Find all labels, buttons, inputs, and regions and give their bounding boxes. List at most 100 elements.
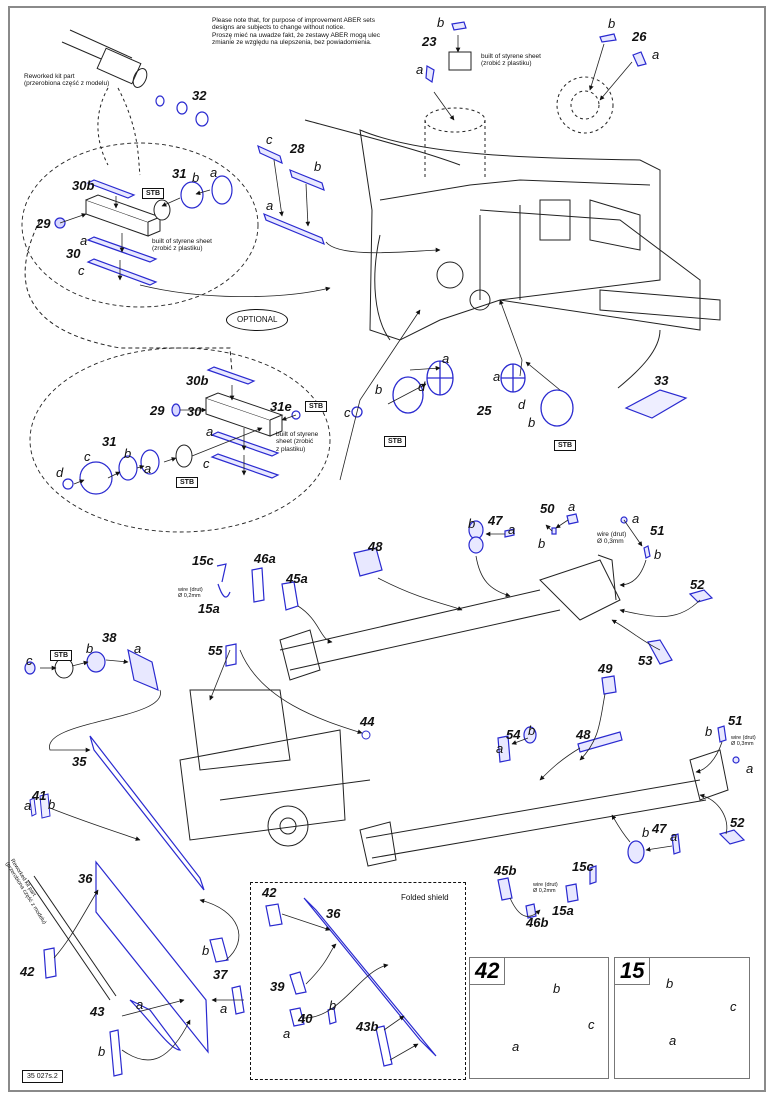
part-number-label: 44	[360, 714, 375, 729]
parts-47-50-51-52-53-upper	[353, 513, 714, 695]
part-number-label: 30	[66, 246, 81, 261]
sub-part-letter: d	[418, 379, 426, 394]
part-number-label: 51	[650, 523, 665, 538]
sub-part-letter: a	[24, 798, 32, 813]
sub-part-letter: a	[442, 351, 450, 366]
parts-23-26-28	[257, 21, 647, 246]
wire-line-2: Ø 0,2mm	[533, 888, 556, 895]
part-number-label: 38	[102, 630, 117, 645]
part-number-label: 55	[208, 643, 223, 658]
stb-tag: STB	[50, 650, 72, 661]
sub-part-letter: b	[314, 159, 322, 174]
sub-part-letter: b	[608, 16, 616, 31]
wire-note-51-lower: wire (drut) Ø 0,3mm	[731, 735, 756, 748]
sub-part-letter: d	[56, 465, 64, 480]
sub-part-letter: c	[26, 653, 33, 668]
styrene-alt-line-3: z plastiku)	[276, 445, 306, 453]
inset-15: 15	[614, 957, 750, 1079]
part-number-label: 30	[187, 404, 202, 419]
part-number-label: 33	[654, 373, 669, 388]
sub-part-letter: b	[329, 998, 337, 1013]
stb-tag: STB	[142, 188, 164, 199]
plate-35	[89, 735, 205, 891]
part-number-label: 40	[298, 1011, 313, 1026]
part-number-label: 54	[506, 727, 521, 742]
lower-trail-assembly	[359, 749, 729, 867]
sub-part-letter: d	[518, 397, 526, 412]
folded-shield-title: Folded shield	[401, 893, 449, 902]
styrene-note-lower: built of styrene sheet (zrobić z plastik…	[276, 431, 318, 453]
sub-part-letter: a	[652, 47, 660, 62]
wire-note-15a-upper: wire (drut) Ø 0,2mm	[178, 587, 203, 600]
part-number-label: 51	[728, 713, 743, 728]
sub-part-letter: b	[654, 547, 662, 562]
sub-part-letter: a	[134, 641, 142, 656]
styrene-line-1: built of styrene sheet	[152, 238, 212, 245]
reworked-rod	[27, 875, 117, 1001]
inset-42: 42	[469, 957, 609, 1079]
stb-tag: STB	[305, 401, 327, 412]
styrene-note-23: built of styrene sheet (zrobić z plastik…	[481, 53, 541, 68]
part-number-label: 42	[262, 885, 277, 900]
part-number-label: 15c	[192, 553, 214, 568]
parts-lower-right	[497, 725, 746, 919]
sub-part-letter: c	[344, 405, 351, 420]
sub-part-letter: c	[730, 999, 737, 1014]
sub-part-letter: b	[192, 170, 200, 185]
assembly-leader-lines	[40, 35, 728, 1061]
sub-part-letter: b	[98, 1044, 106, 1059]
part-number-label: 49	[598, 661, 613, 676]
inset-42-title: 42	[470, 958, 506, 985]
wire-line-2: Ø 0,3mm	[731, 741, 754, 748]
wire-note-50: wire (drut) Ø 0,3mm	[597, 531, 626, 546]
sub-part-letter: c	[266, 132, 273, 147]
sub-part-letter: a	[144, 461, 152, 476]
part-number-label: 35	[72, 754, 87, 769]
part-number-label: 42	[20, 964, 35, 979]
part-number-label: 47	[652, 821, 667, 836]
sub-part-letter: a	[746, 761, 754, 776]
part-number-label: 31	[172, 166, 187, 181]
hull-assembly-sketch	[304, 119, 721, 341]
part-number-label: 25	[477, 403, 492, 418]
part-number-label: 15a	[552, 903, 574, 918]
sub-part-letter: b	[468, 516, 476, 531]
styrene-block-23	[448, 51, 472, 71]
sub-part-letter: b	[553, 981, 561, 996]
part-33-plate	[624, 389, 688, 419]
dashed-round-housing	[556, 76, 614, 134]
upper-trail-assembly	[279, 554, 621, 681]
sub-part-letter: b	[528, 723, 536, 738]
sub-part-letter: a	[669, 1033, 677, 1048]
sub-part-letter: b	[375, 382, 383, 397]
part-number-label: 47	[488, 513, 503, 528]
wire-line-2: Ø 0,3mm	[597, 538, 624, 546]
sub-part-letter: b	[86, 641, 94, 656]
styrene-beam-upper	[85, 194, 162, 237]
sub-part-letter: a	[416, 62, 424, 77]
part-number-label: 30b	[186, 373, 209, 388]
part-number-label: 31	[102, 434, 117, 449]
wire-note-15a-lower: wire (drut) Ø 0,2mm	[533, 882, 558, 895]
part-number-label: 15a	[198, 601, 220, 616]
sheet-code: 35 027s.2	[22, 1070, 63, 1083]
sub-part-letter: c	[84, 449, 91, 464]
sub-part-letter: c	[203, 456, 210, 471]
part-number-label: 29	[150, 403, 165, 418]
part-number-label: 32	[192, 88, 207, 103]
notice-pl-line-2: zmianie ze względu na ulepszenia, bez po…	[212, 39, 372, 47]
sub-part-letter: a	[568, 499, 576, 514]
reworked-line-1: Reworked kit part	[24, 73, 75, 80]
wire-line-1: wire (drut)	[731, 735, 756, 741]
part-number-label: 29	[36, 216, 51, 231]
part-number-label: 26	[632, 29, 647, 44]
sub-part-letter: a	[493, 369, 501, 384]
part-number-label: 30b	[72, 178, 95, 193]
part-number-label: 43b	[356, 1019, 379, 1034]
reworked-line-2: (przerobiona część z modelu)	[24, 80, 110, 88]
part-number-label: 43	[90, 1004, 105, 1019]
sub-part-letter: a	[496, 741, 504, 756]
sub-part-letter: a	[136, 997, 144, 1012]
styrene-note-upper: built of styrene sheet (zrobić z plastik…	[152, 238, 212, 253]
optional-callout: OPTIONAL	[226, 309, 289, 331]
